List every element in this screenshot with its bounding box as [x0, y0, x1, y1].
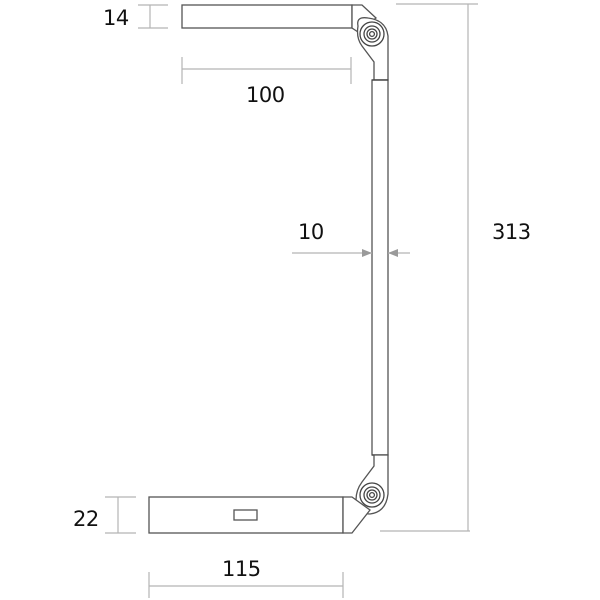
switch-cutout	[233, 509, 258, 521]
dimension-22	[105, 496, 136, 534]
dimension-14	[138, 4, 168, 29]
base-block	[148, 496, 371, 534]
dimension-115	[148, 572, 344, 598]
label-115: 115	[222, 557, 261, 581]
dimension-10	[292, 249, 410, 257]
upper-hinge	[356, 17, 389, 81]
dimension-313	[380, 3, 478, 532]
lower-hinge	[355, 454, 389, 515]
label-100: 100	[246, 83, 285, 107]
dimension-100	[181, 57, 352, 84]
vertical-pole	[371, 79, 389, 456]
label-313: 313	[492, 220, 531, 244]
top-arm	[181, 4, 378, 33]
label-10: 10	[298, 220, 324, 244]
label-14: 14	[103, 6, 129, 30]
label-22: 22	[73, 507, 99, 531]
